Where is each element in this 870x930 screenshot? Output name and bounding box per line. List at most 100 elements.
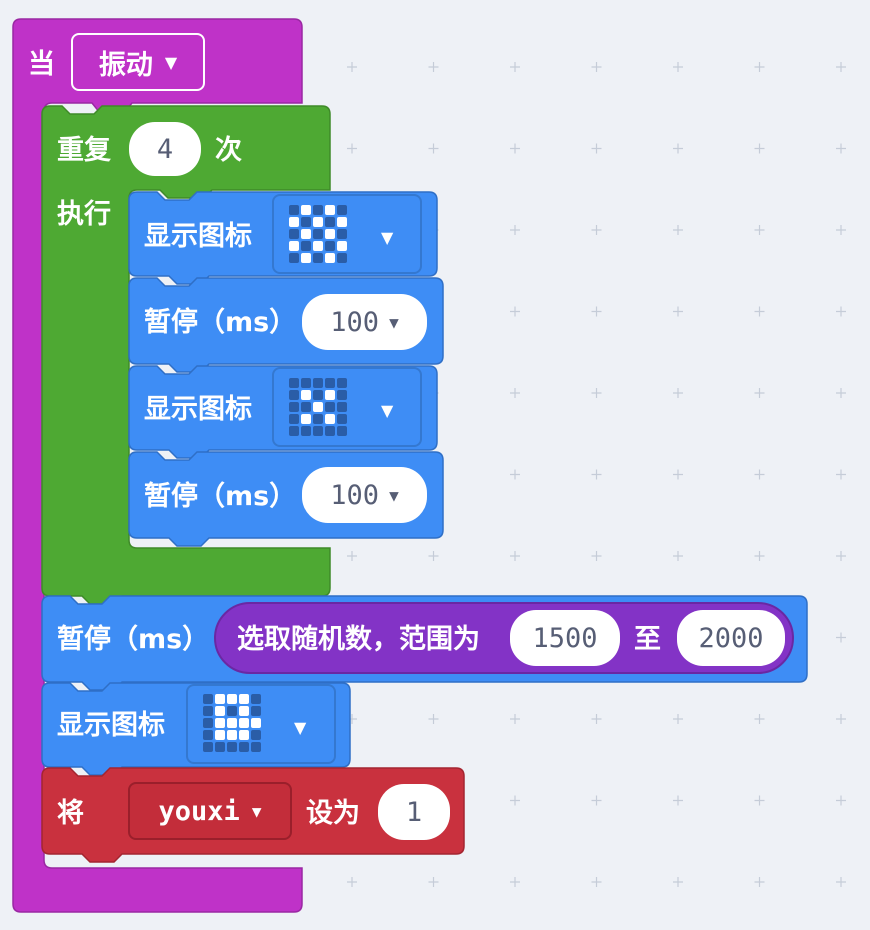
led-on [325, 390, 335, 400]
grid-cross [428, 62, 439, 72]
led-on [215, 730, 225, 740]
set-to-label: 设为 [306, 798, 360, 829]
led-off [289, 378, 299, 388]
led-on [239, 706, 249, 716]
grid-cross [754, 306, 765, 317]
grid-cross [754, 62, 765, 72]
led-off [325, 378, 335, 388]
grid-cross [591, 714, 602, 724]
show-icon-label-3: 显示图标 [57, 710, 165, 741]
random-range-label: 选取随机数，范围为 [237, 624, 480, 655]
grid-cross [347, 143, 357, 154]
grid-cross [754, 469, 765, 480]
grid-cross [836, 714, 846, 724]
led-off [325, 217, 335, 227]
grid-cross [836, 388, 846, 398]
led-off [337, 378, 347, 388]
grid-cross [510, 225, 520, 235]
led-on [325, 205, 335, 215]
led-off [289, 426, 299, 436]
led-on [301, 205, 311, 215]
led-off [337, 390, 347, 400]
led-off [337, 253, 347, 263]
led-off [337, 414, 347, 424]
random-from-input[interactable]: 1500 [510, 610, 620, 666]
grid-cross [836, 795, 846, 806]
pause-label-2: 暂停（ms） [144, 481, 297, 512]
grid-cross [510, 62, 520, 72]
led-on [239, 730, 249, 740]
led-off [203, 742, 213, 752]
grid-cross [754, 551, 765, 561]
grid-cross [510, 551, 520, 561]
led-on [301, 253, 311, 263]
random-from-value: 1500 [532, 622, 598, 654]
repeat-count-value: 4 [156, 133, 174, 165]
led-on [215, 694, 225, 704]
led-on [325, 414, 335, 424]
grid-cross [673, 877, 683, 887]
grid-cross [347, 62, 357, 72]
repeat-do-label: 执行 [57, 199, 111, 230]
led-off [289, 414, 299, 424]
led-off [289, 253, 299, 263]
grid-cross [754, 795, 765, 806]
grid-cross [673, 143, 683, 154]
grid-cross [673, 795, 683, 806]
grid-cross [836, 62, 846, 72]
variable-dropdown[interactable]: youxi ▼ [128, 782, 292, 840]
led-on [227, 718, 237, 728]
led-off [289, 402, 299, 412]
random-number-reporter[interactable] [214, 602, 794, 674]
show-icon-label-2: 显示图标 [144, 394, 252, 425]
grid-cross [673, 551, 683, 561]
led-off [337, 205, 347, 215]
grid-cross [754, 714, 765, 724]
grid-cross [510, 143, 520, 154]
pause-label-1: 暂停（ms） [144, 307, 297, 338]
caret-down-icon: ▼ [389, 312, 399, 332]
grid-cross [673, 306, 683, 317]
caret-down-icon: ▼ [251, 801, 262, 821]
random-to-input[interactable]: 2000 [677, 610, 785, 666]
led-on [289, 241, 299, 251]
grid-cross [591, 143, 602, 154]
grid-cross [591, 225, 602, 235]
led-on [337, 217, 347, 227]
led-off [337, 402, 347, 412]
grid-cross [591, 306, 602, 317]
led-icon-preview-2 [289, 378, 347, 436]
random-pause-label: 暂停（ms） [57, 624, 210, 655]
led-off [313, 205, 323, 215]
grid-cross [510, 795, 520, 806]
led-off [325, 426, 335, 436]
led-off [313, 229, 323, 239]
grid-cross [510, 388, 520, 398]
led-off [313, 414, 323, 424]
pause-value-2: 100 [330, 479, 380, 511]
grid-cross [591, 388, 602, 398]
pause-value-1: 100 [330, 306, 380, 338]
led-off [215, 742, 225, 752]
led-on [251, 718, 261, 728]
led-off [325, 402, 335, 412]
led-on [337, 241, 347, 251]
led-off [313, 253, 323, 263]
pause-duration-dropdown-2[interactable]: 100 ▼ [302, 467, 427, 523]
led-on [301, 390, 311, 400]
led-on [325, 253, 335, 263]
led-off [337, 426, 347, 436]
led-on [301, 229, 311, 239]
pause-duration-dropdown-1[interactable]: 100 ▼ [302, 294, 427, 350]
grid-cross [836, 551, 846, 561]
gesture-dropdown[interactable]: 振动 ▼ [71, 33, 205, 91]
led-off [227, 742, 237, 752]
grid-cross [347, 551, 357, 561]
led-on [325, 229, 335, 239]
led-off [251, 706, 261, 716]
led-off [313, 426, 323, 436]
led-off [337, 229, 347, 239]
repeat-count-input[interactable]: 4 [129, 122, 201, 176]
set-value: 1 [405, 796, 423, 828]
set-value-input[interactable]: 1 [378, 784, 450, 840]
